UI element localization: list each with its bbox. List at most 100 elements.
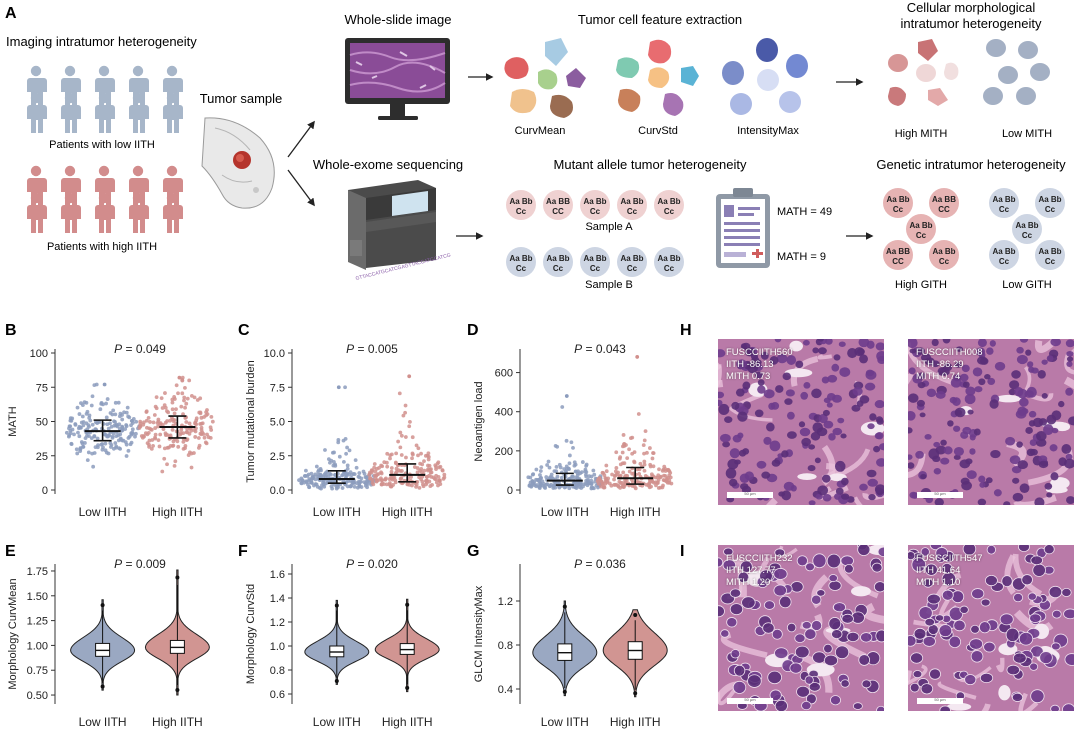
nucleus — [1019, 483, 1030, 494]
data-point — [390, 477, 395, 482]
nucleus — [1049, 444, 1058, 452]
nucleus — [912, 670, 923, 679]
p-value-label: P = 0.020 — [346, 557, 398, 571]
data-point — [563, 485, 568, 489]
genetic-title: Genetic intratumor heterogeneity — [876, 157, 1066, 172]
nucleus — [769, 355, 779, 365]
data-point — [108, 441, 113, 446]
nucleus — [811, 594, 822, 605]
data-point — [665, 480, 670, 485]
data-point — [387, 481, 392, 485]
data-point — [379, 478, 384, 482]
data-point — [442, 475, 447, 480]
nucleus — [804, 628, 817, 640]
data-point-max — [635, 355, 640, 359]
nucleus — [1065, 339, 1074, 348]
data-point — [357, 471, 362, 475]
cell-allele-top: Aa Bb — [909, 221, 932, 230]
nucleus — [915, 347, 926, 355]
nucleus — [1052, 609, 1062, 619]
nucleus — [908, 410, 916, 421]
nucleus — [940, 439, 947, 446]
data-point — [85, 458, 90, 463]
nucleus — [1027, 592, 1037, 601]
data-point — [184, 420, 189, 424]
cell-allele-top: Aa Bb — [583, 197, 606, 206]
nucleus — [776, 353, 788, 364]
data-point — [341, 459, 346, 464]
data-point — [604, 469, 609, 474]
data-point — [345, 484, 350, 489]
nucleus — [814, 457, 821, 464]
nucleus — [908, 454, 913, 460]
nucleus — [924, 563, 938, 576]
nucleus — [811, 388, 822, 399]
data-point — [137, 426, 142, 430]
data-point — [198, 410, 203, 415]
nucleus — [964, 393, 976, 405]
data-point — [319, 468, 323, 473]
data-point — [567, 461, 572, 466]
data-point — [345, 445, 349, 450]
data-point — [323, 448, 327, 452]
nucleus — [1066, 356, 1074, 362]
data-point — [662, 473, 666, 478]
data-point — [415, 466, 420, 470]
y-tick-label: 100 — [30, 348, 48, 360]
data-point — [384, 460, 389, 465]
nucleus — [1029, 613, 1042, 623]
nucleus — [953, 446, 965, 457]
data-point — [622, 482, 627, 487]
data-point — [401, 413, 406, 418]
data-point — [630, 471, 635, 476]
stroma-fiber — [1034, 339, 1056, 353]
nucleus — [828, 580, 842, 591]
high-iith-patients-icon — [27, 165, 183, 233]
nucleus — [989, 340, 996, 347]
he-caption: FUSCCIITH008 IITH -86.29 MITH 0.74 — [916, 347, 983, 383]
data-point — [660, 485, 665, 490]
data-point — [547, 484, 552, 488]
data-point — [173, 459, 178, 464]
data-point — [100, 442, 105, 446]
nucleus — [756, 460, 767, 469]
data-point — [440, 468, 445, 472]
nucleus — [917, 381, 926, 389]
lumen — [851, 586, 871, 597]
cell-allele-bottom: Cc — [553, 264, 564, 273]
y-axis-label: Morphology CurvMean — [7, 578, 19, 689]
math-b-value: MATH = 9 — [777, 251, 826, 263]
nucleus — [790, 581, 804, 593]
p-symbol: P — [346, 342, 354, 356]
nucleus — [1025, 349, 1032, 356]
nucleus — [962, 381, 970, 388]
cell-allele-top: Aa Bb — [1038, 195, 1061, 204]
lumen — [946, 702, 972, 711]
data-point — [574, 486, 579, 490]
data-point — [114, 444, 119, 449]
nucleus — [859, 483, 868, 491]
data-point — [567, 486, 572, 491]
p-value-text: = 0.043 — [582, 342, 626, 356]
nucleus — [1011, 466, 1022, 474]
data-point — [118, 432, 123, 437]
cell-allele-bottom: Cc — [664, 207, 675, 216]
nucleus — [933, 467, 942, 475]
data-point — [616, 483, 620, 488]
cell-allele-top: Aa BB — [546, 197, 570, 206]
data-point — [645, 450, 649, 455]
nucleus — [993, 489, 1002, 497]
data-point — [650, 456, 655, 461]
data-point — [180, 375, 185, 380]
nucleus — [825, 339, 833, 345]
data-point — [90, 451, 95, 456]
nucleus — [785, 389, 795, 397]
data-point — [586, 477, 590, 482]
nucleus — [1064, 653, 1074, 666]
data-point — [68, 431, 73, 436]
